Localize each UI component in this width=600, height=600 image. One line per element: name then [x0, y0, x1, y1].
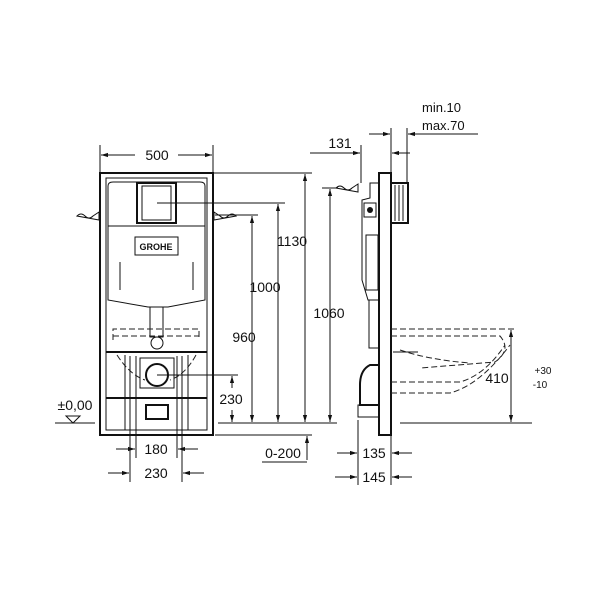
dim-1000: 1000 — [249, 279, 280, 295]
dim-180: 180 — [144, 441, 168, 457]
svg-text:-10: -10 — [533, 380, 548, 391]
front-view: GROHE 500 1130 1000 960 1060 230 0-200 ±… — [55, 145, 345, 482]
frame-outline — [99, 172, 214, 436]
dim-131: 131 — [328, 135, 352, 151]
svg-text:GROHE: GROHE — [139, 242, 172, 252]
dim-max-70: max.70 — [422, 118, 465, 133]
side-view: 410 +30 -10 131 min.10 max.70 135 145 — [310, 100, 552, 485]
dim-410: 410 +30 -10 — [485, 366, 552, 391]
dim-1130: 1130 — [277, 233, 307, 249]
dim-230-width: 230 — [144, 465, 168, 481]
dim-width-500: 500 — [145, 147, 169, 163]
dim-145: 145 — [362, 469, 386, 485]
flush-plate-side — [390, 182, 409, 224]
svg-text:+30: +30 — [535, 366, 552, 377]
water-inlet-right-icon — [213, 211, 238, 221]
cistern-side — [361, 182, 380, 301]
dim-0-200: 0-200 — [265, 445, 301, 461]
dim-1060: 1060 — [313, 305, 344, 321]
svg-text:410: 410 — [485, 370, 509, 386]
dim-min-10: min.10 — [422, 100, 461, 115]
water-inlet-side-icon — [334, 183, 359, 193]
dim-135: 135 — [362, 445, 386, 461]
cistern — [107, 181, 206, 308]
wall-frame-side — [378, 172, 392, 436]
drain-bend-side — [359, 364, 379, 406]
grohe-logo: GROHE — [134, 236, 179, 256]
floor-level-triangle-icon — [64, 415, 82, 424]
flush-pipe — [149, 306, 164, 338]
water-inlet-left-icon — [75, 211, 100, 221]
wc-bowl-outline — [391, 328, 517, 394]
dim-230-height: 230 — [219, 391, 243, 407]
floor-level-label: ±0,00 — [58, 397, 93, 413]
dim-960: 960 — [232, 329, 256, 345]
